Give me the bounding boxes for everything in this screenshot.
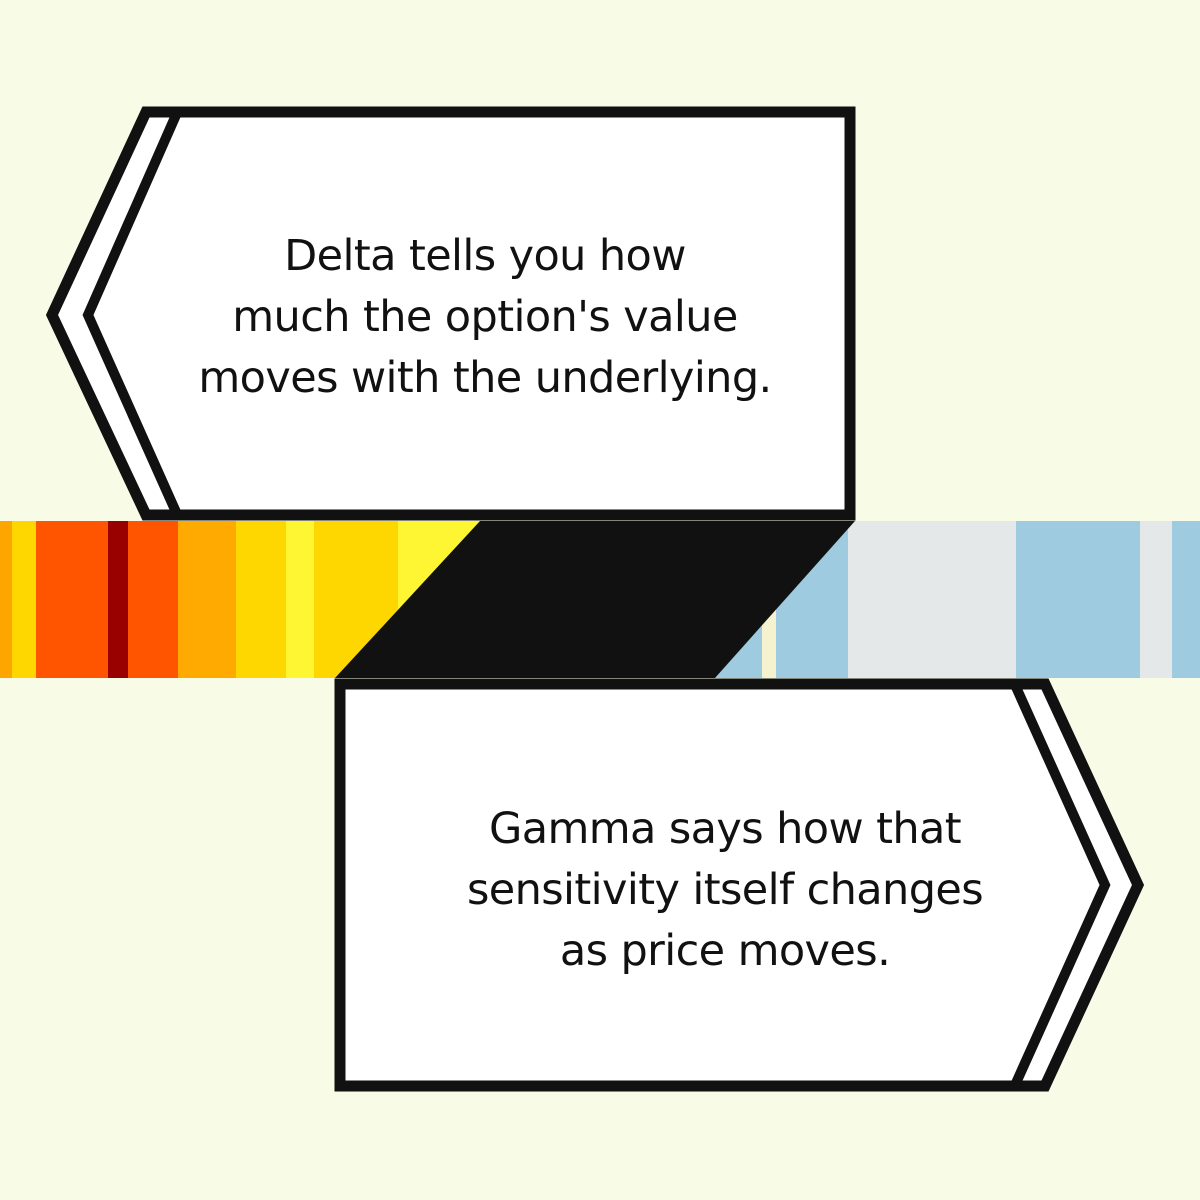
gamma-line-2: sensitivity itself changes — [466, 864, 984, 915]
gamma-card-shape — [334, 678, 1145, 1092]
warm-stripe-8 — [286, 521, 314, 678]
gamma-line-3: as price moves. — [559, 925, 891, 976]
warm-stripe-5 — [128, 521, 178, 678]
cool-stripe-5 — [1016, 521, 1140, 678]
warm-stripe-4 — [108, 521, 128, 678]
gamma-card-chevron-line — [1011, 684, 1111, 1086]
delta-line-2: much the option's value — [232, 291, 738, 342]
delta-card-chevron-line — [82, 112, 181, 515]
delta-line-3: moves with the underlying. — [198, 352, 772, 403]
delta-card — [45, 106, 856, 521]
warm-stripe-7 — [236, 521, 286, 678]
gamma-line-1: Gamma says how that — [488, 803, 962, 854]
band-connector — [335, 521, 855, 678]
delta-line-1: Delta tells you how — [284, 230, 686, 281]
stripe-band — [0, 521, 1200, 678]
delta-card-text: Delta tells you how much the option's va… — [140, 222, 830, 412]
cool-stripe-7 — [1172, 521, 1200, 678]
warm-stripe-3 — [36, 521, 108, 678]
gamma-card — [334, 678, 1145, 1092]
delta-card-shape — [45, 106, 856, 521]
warm-stripe-6 — [178, 521, 236, 678]
cool-stripe-4 — [848, 521, 1016, 678]
cool-stripe-6 — [1140, 521, 1172, 678]
warm-stripe-1 — [0, 521, 12, 678]
warm-stripe-2 — [12, 521, 36, 678]
gamma-card-text: Gamma says how that sensitivity itself c… — [400, 795, 1050, 985]
